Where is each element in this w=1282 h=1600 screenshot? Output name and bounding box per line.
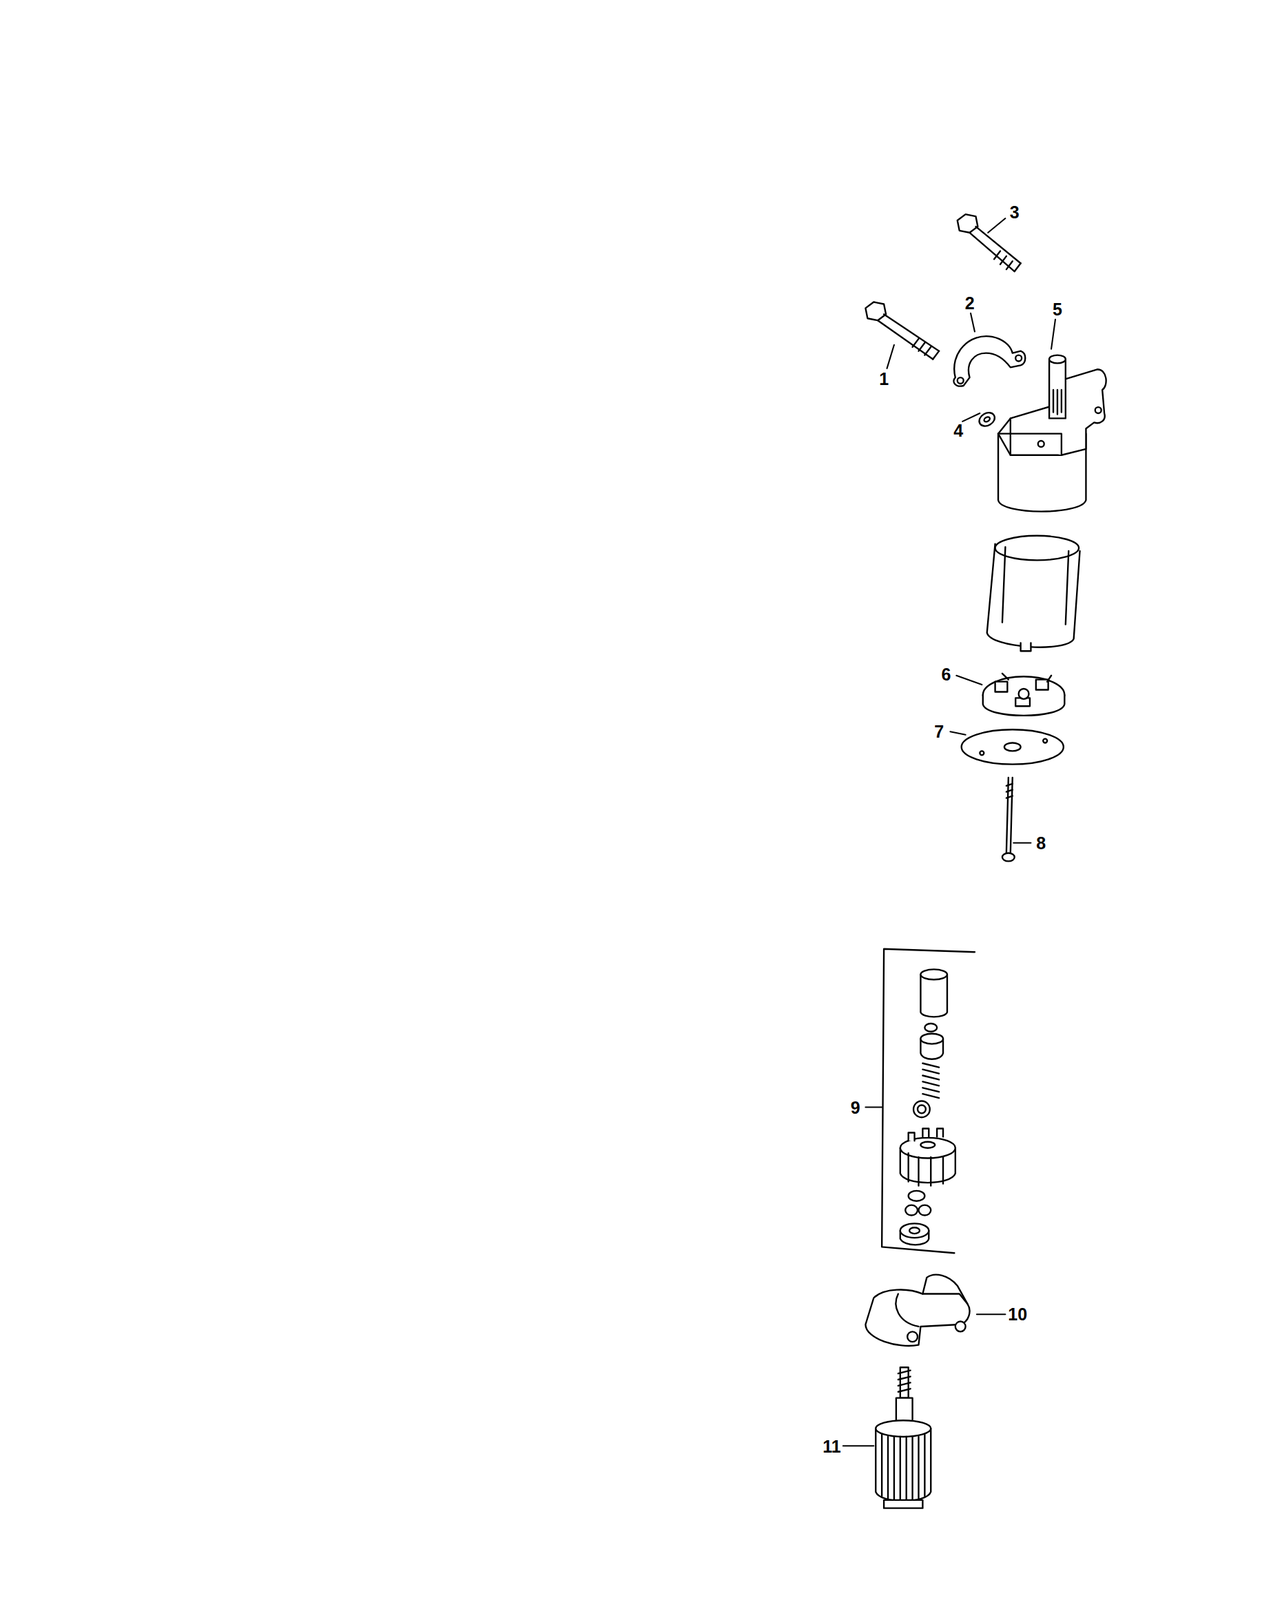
drive-kit <box>900 969 956 1245</box>
armature <box>875 1367 931 1508</box>
bolt <box>865 302 939 360</box>
callout-number: 10 <box>1007 1306 1028 1324</box>
callout-number: 2 <box>965 294 975 313</box>
callout-number: 8 <box>1036 834 1046 852</box>
callout-number: 11 <box>822 1437 841 1455</box>
clamp <box>953 336 1026 386</box>
through-bolt <box>1002 777 1015 862</box>
end-plate <box>961 729 1064 764</box>
callout-number: 4 <box>953 422 964 440</box>
motor-housing <box>987 535 1081 651</box>
callout-number: 9 <box>850 1098 861 1116</box>
callout-number: 6 <box>941 666 952 684</box>
callout-number: 7 <box>934 723 944 741</box>
brush-plate <box>983 673 1066 716</box>
callout-number: 5 <box>1052 300 1063 318</box>
bolt <box>957 214 1021 272</box>
leader-lines <box>843 218 1056 1446</box>
callout-number: 1 <box>879 369 889 388</box>
kit-bracket <box>881 949 975 1254</box>
starter-motor <box>998 355 1107 512</box>
washer <box>976 409 997 429</box>
drive-end-cap <box>865 1275 970 1347</box>
callout-number: 3 <box>1009 203 1020 222</box>
